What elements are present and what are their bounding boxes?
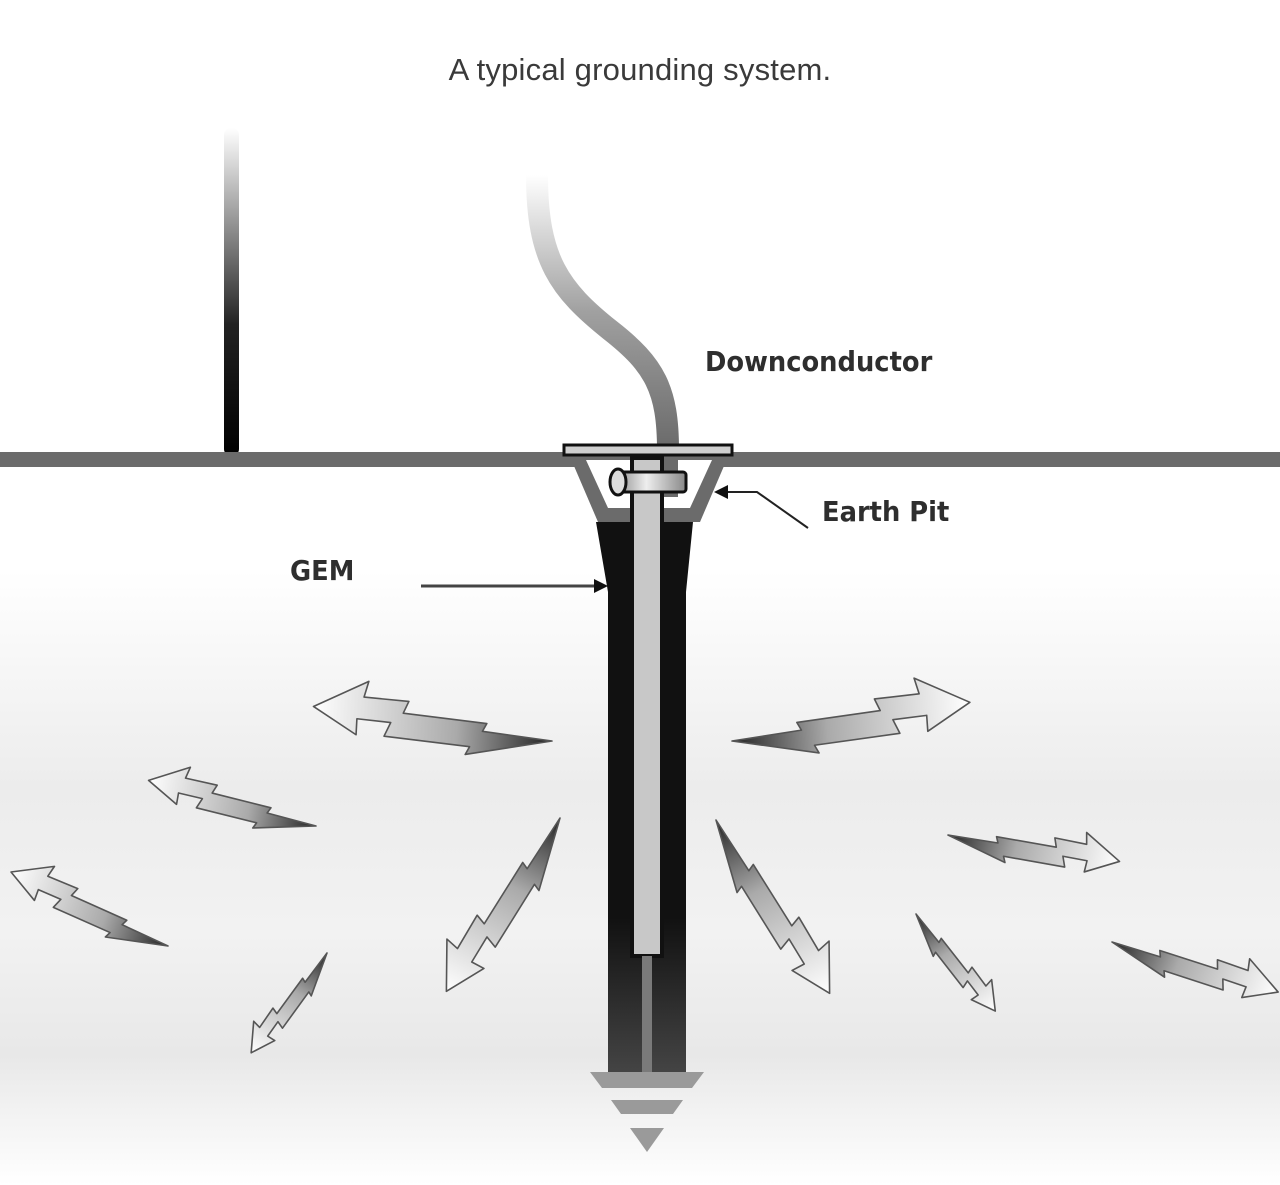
earth-pit-cover <box>562 443 734 457</box>
downconductor-cable <box>526 174 679 451</box>
earth-pit-leader <box>714 485 809 529</box>
air-terminal-rod <box>224 128 239 456</box>
ground-symbol-icon <box>590 1072 704 1152</box>
diagram-title: A typical grounding system. <box>448 52 832 87</box>
clamp-nut <box>608 467 628 497</box>
downconductor-label: Downconductor <box>705 345 933 378</box>
earth-pit-label: Earth Pit <box>822 495 950 528</box>
ground-rod-electrode <box>630 456 664 958</box>
clamp-bolt <box>618 470 688 494</box>
gem-label: GEM <box>290 554 355 587</box>
rod-lower-section <box>642 956 652 1072</box>
gem-leader <box>421 579 608 593</box>
